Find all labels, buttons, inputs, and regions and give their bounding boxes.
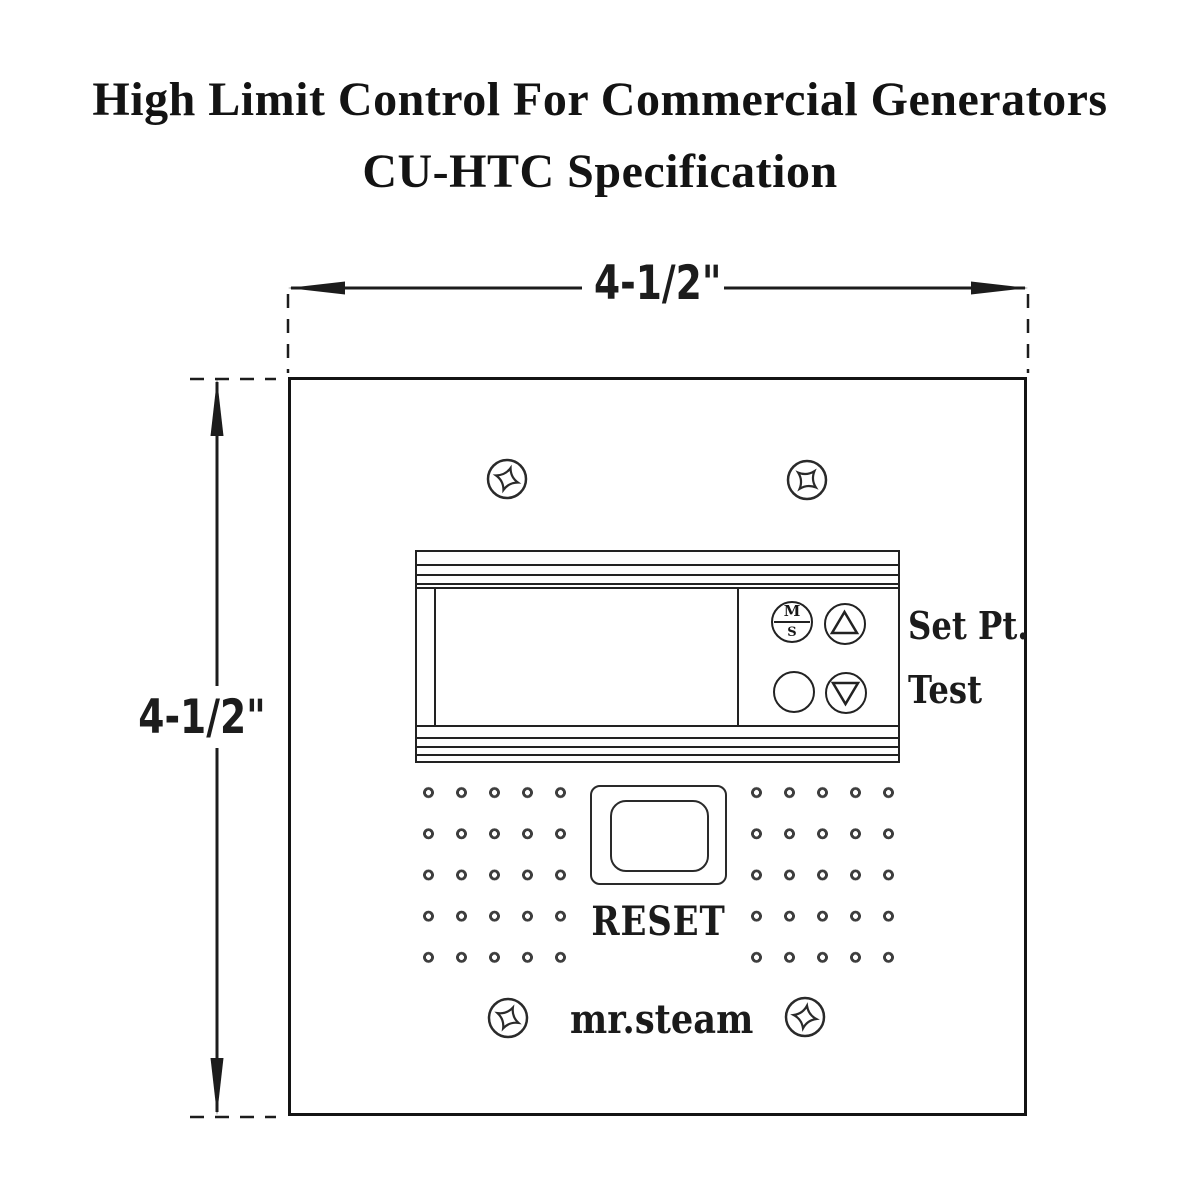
module-bottom-ridge [417, 754, 898, 756]
arrowhead-up-icon [210, 379, 224, 436]
module-top-ridge [417, 583, 898, 585]
test-label: Test [908, 667, 982, 712]
brand-logo: mr.steam [570, 996, 754, 1043]
width-dimension-label: 4-1/2" [594, 256, 722, 311]
arrowhead-left-icon [288, 281, 345, 295]
blank-round-button [773, 671, 815, 713]
mode-select-button: M S [771, 601, 813, 643]
height-dimension-label: 4-1/2" [138, 690, 266, 745]
screw-bottom-left-icon [487, 997, 529, 1039]
module-top-ridge [417, 574, 898, 576]
mode-letter-s: S [787, 625, 797, 640]
module-top-ridge [417, 564, 898, 566]
display-bezel-line [434, 589, 436, 725]
screw-bottom-right-icon [784, 996, 826, 1038]
up-triangle-icon [829, 609, 860, 635]
reset-button-pad [610, 800, 709, 872]
set-pt-label: Set Pt. [908, 603, 1029, 648]
controller-module: M S [415, 550, 900, 763]
module-body [417, 587, 898, 727]
up-button [824, 603, 866, 645]
screw-top-left-icon [486, 458, 528, 500]
title-line-2: CU-HTC Specification [362, 145, 838, 198]
display-divider-line [737, 587, 739, 727]
page-title: High Limit Control For Commercial Genera… [0, 64, 1200, 208]
dot-grid-right [740, 772, 905, 978]
reset-label: RESET [591, 898, 726, 945]
arrowhead-right-icon [971, 281, 1028, 295]
dot-grid-left [412, 772, 577, 978]
arrowhead-down-icon [210, 1058, 224, 1115]
reset-button [590, 785, 727, 885]
module-bottom-ridge [417, 737, 898, 739]
screw-top-right-icon [786, 459, 828, 501]
mode-letter-m: M [783, 602, 801, 620]
title-line-1: High Limit Control For Commercial Genera… [92, 73, 1108, 126]
down-triangle-icon [830, 681, 861, 707]
down-button [825, 672, 867, 714]
module-bottom-ridge [417, 746, 898, 748]
mode-select-divider [774, 620, 810, 623]
